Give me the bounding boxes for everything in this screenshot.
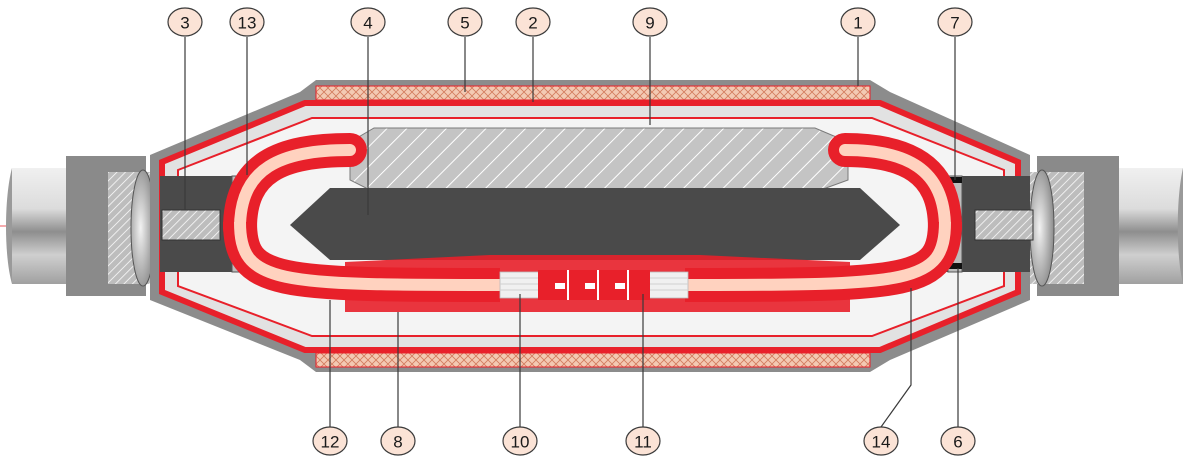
callout-2: 2 <box>515 7 551 37</box>
callout-10: 10 <box>502 426 538 456</box>
lower-left-conductor <box>223 221 501 302</box>
callout-12: 12 <box>312 426 348 456</box>
callout-1-label: 1 <box>853 14 862 33</box>
callout-13-label: 13 <box>238 14 257 33</box>
hatched-body <box>349 127 849 193</box>
callout-9: 9 <box>632 7 668 37</box>
lower-right-conductor <box>684 221 962 302</box>
callout-12-label: 12 <box>321 433 340 452</box>
left-cable <box>6 156 160 296</box>
callout-8: 8 <box>380 426 416 456</box>
callout-2-label: 2 <box>528 14 537 33</box>
callout-13: 13 <box>229 7 265 37</box>
core-filler <box>290 188 900 260</box>
stripped-conductor-left <box>499 271 541 299</box>
callout-7: 7 <box>937 7 973 37</box>
right-cable <box>1024 156 1183 296</box>
callout-11-label: 11 <box>634 433 652 452</box>
conductor-connector <box>538 270 650 300</box>
stripped-conductor-right <box>647 271 689 299</box>
callout-4-label: 4 <box>363 14 372 33</box>
callout-10-label: 10 <box>511 433 530 452</box>
callout-6: 6 <box>940 426 976 456</box>
leader-lines <box>184 37 959 428</box>
upper-right-conductor <box>828 133 962 245</box>
callout-3-label: 3 <box>180 14 189 33</box>
callout-7-label: 7 <box>950 14 959 33</box>
callout-11: 11 <box>625 426 661 456</box>
outer-sleeve-top <box>315 85 871 101</box>
callout-9-label: 9 <box>645 14 654 33</box>
callout-3: 3 <box>167 7 203 37</box>
callout-1: 1 <box>840 7 876 37</box>
callout-6-label: 6 <box>953 433 962 452</box>
callout-8-label: 8 <box>393 433 402 452</box>
callout-14-label: 14 <box>872 433 891 452</box>
upper-left-conductor <box>223 133 367 245</box>
callout-14: 14 <box>863 426 899 456</box>
callout-5: 5 <box>447 7 483 37</box>
outer-sleeve-bottom <box>315 352 871 368</box>
callout-5-label: 5 <box>460 14 469 33</box>
callout-4: 4 <box>350 7 386 37</box>
